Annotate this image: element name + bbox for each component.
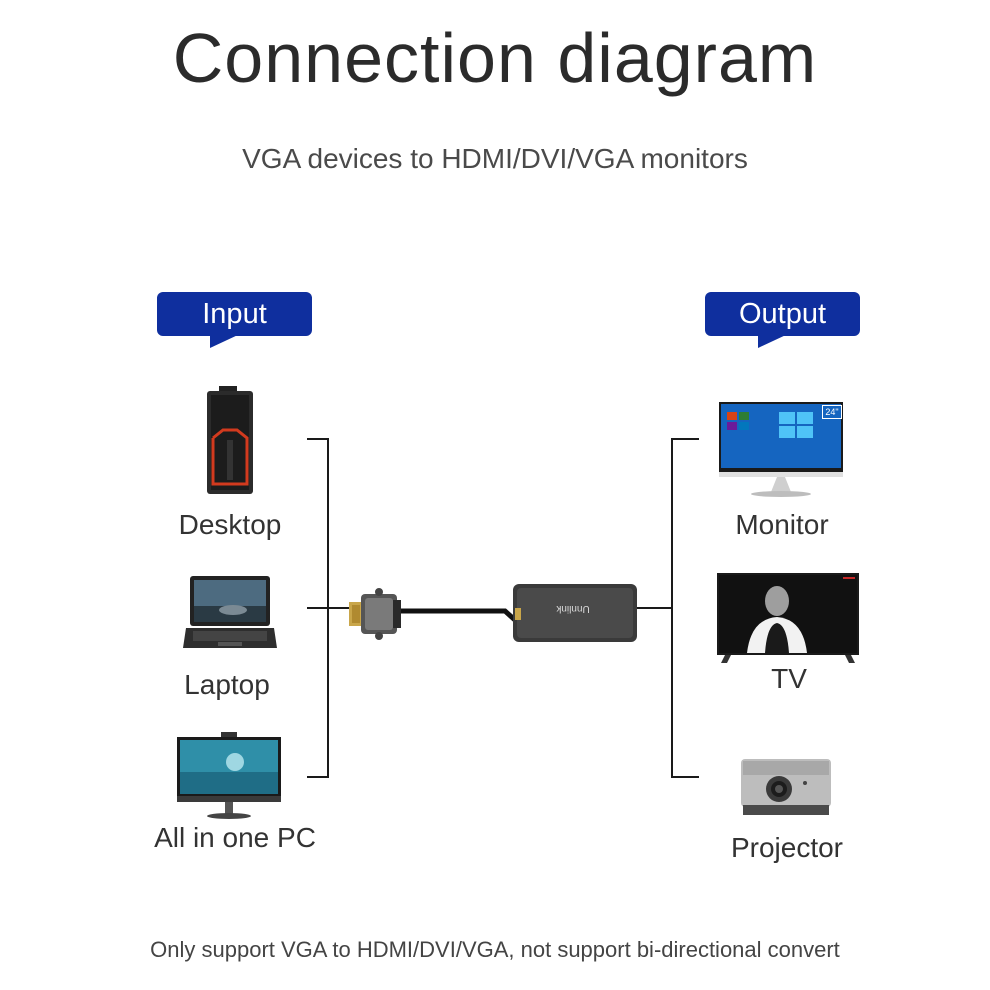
monitor-size-badge: 24" [822, 405, 842, 419]
laptop-icon [183, 576, 277, 648]
output-bracket-connector [637, 607, 673, 609]
vga-adapter-icon [349, 584, 637, 642]
output-bracket-top [671, 438, 699, 440]
input-bubble-label: Input [202, 298, 267, 330]
output-bubble-label: Output [738, 298, 827, 330]
tv-icon [717, 573, 859, 663]
output-label-projector: Projector [730, 832, 844, 863]
input-bubble: Input [157, 292, 312, 336]
input-bubble-tail [210, 334, 240, 348]
input-bracket-bottom [307, 776, 329, 778]
footer-note: Only support VGA to HDMI/DVI/VGA, not su… [150, 937, 840, 962]
page-subtitle: VGA devices to HDMI/DVI/VGA monitors [242, 143, 748, 174]
input-label-laptop: Laptop [184, 669, 270, 700]
output-bracket-bottom [671, 776, 699, 778]
output-bracket-vertical [671, 438, 673, 778]
input-label-desktop: Desktop [178, 509, 282, 540]
output-label-tv: TV [771, 663, 807, 694]
page-title: Connection diagram [172, 19, 818, 97]
output-bubble-tail [758, 334, 788, 348]
input-bracket-connector [307, 607, 349, 609]
input-bracket-top [307, 438, 329, 440]
monitor-icon [719, 402, 843, 497]
desktop-tower-icon [207, 386, 253, 494]
adapter-brand: Unnlink [556, 603, 590, 614]
output-label-monitor: Monitor [735, 509, 829, 540]
output-bubble: Output [705, 292, 860, 336]
projector-icon [741, 759, 831, 815]
all-in-one-pc-icon [177, 732, 281, 819]
input-label-all-in-one-pc: All in one PC [154, 822, 316, 853]
